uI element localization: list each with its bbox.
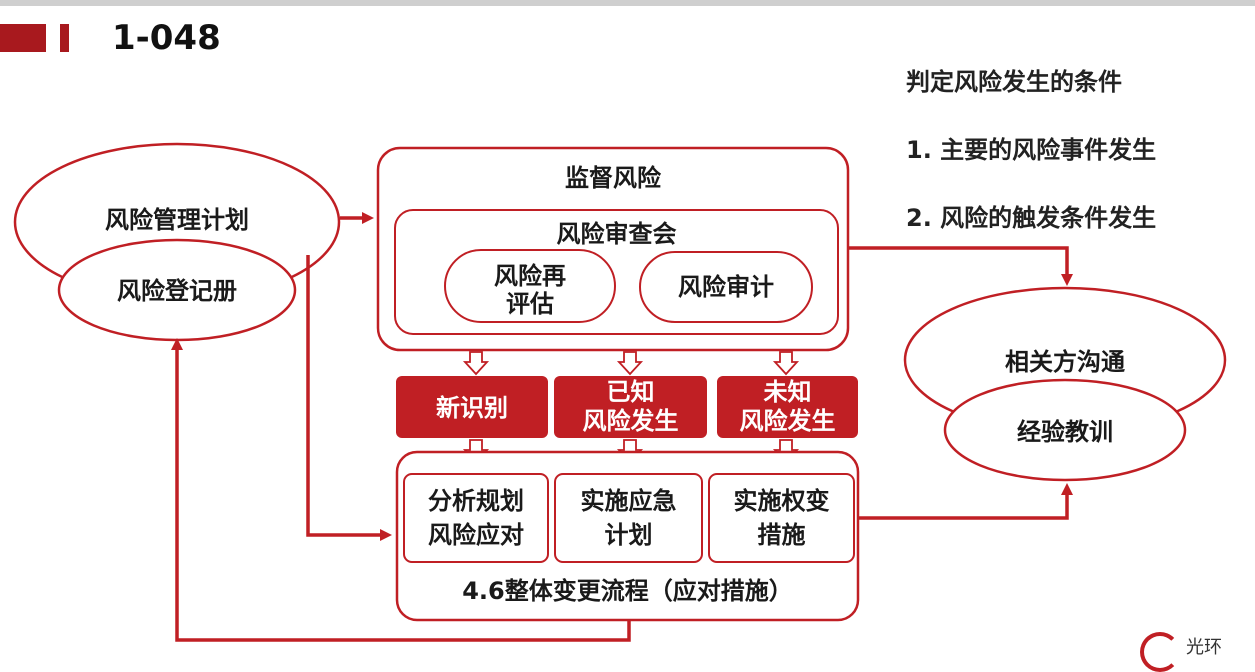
new-identified-box [396, 376, 548, 438]
review-meeting-label: 风险审查会 [556, 220, 677, 248]
contingency-box [554, 473, 703, 563]
risk-register-label: 风险登记册 [117, 277, 237, 305]
lessons-learned-label: 经验教训 [1017, 418, 1113, 446]
hollow-arrows-top [462, 351, 800, 376]
stakeholder-comm-label: 相关方沟通 [1005, 348, 1125, 376]
brand-logo-text: 光环 [1186, 637, 1222, 658]
change-process-label: 4.6整体变更流程（应对措施） [462, 577, 793, 605]
unknown-risk-box [717, 376, 858, 438]
monitor-risks-title: 监督风险 [565, 164, 661, 192]
known-risk-box [554, 376, 707, 438]
reassess-label: 风险再 评估 [494, 262, 566, 318]
feedback-loop-arrow [171, 338, 631, 642]
slide-id: 1-048 [112, 18, 221, 58]
plan-to-response-arrow [306, 255, 392, 541]
process-diagram [13, 142, 1227, 642]
contingency-label: 实施应急 计划 [580, 487, 677, 549]
plan-response-box [403, 473, 549, 563]
slide-marker-bar-small [60, 24, 69, 52]
connectors [171, 212, 1073, 642]
unknown-risk-label: 未知 风险发生 [739, 378, 836, 435]
top-bar [0, 0, 1255, 6]
workaround-label: 实施权变 措施 [733, 487, 830, 549]
plan-response-label: 分析规划 风险应对 [428, 487, 524, 549]
workaround-box [708, 473, 855, 563]
monitor-to-conditions-arrow [848, 246, 1073, 286]
known-risk-label: 已知 风险发生 [582, 378, 679, 435]
audit-label: 风险审计 [678, 273, 774, 301]
audit-pill [639, 251, 813, 323]
lessons-learned-ellipse [943, 378, 1187, 482]
slide-marker-bar [0, 24, 46, 52]
response-to-lessons-arrow [858, 483, 1073, 520]
conditions-title: 判定风险发生的条件 [906, 68, 1122, 96]
new-identified-label: 新识别 [436, 394, 508, 422]
condition-item-2: 2. 风险的触发条件发生 [906, 204, 1157, 232]
brand-logo-icon [1140, 632, 1180, 672]
reassess-pill [444, 249, 616, 323]
risk-plan-label: 风险管理计划 [105, 206, 249, 234]
condition-item-1: 1. 主要的风险事件发生 [906, 136, 1157, 164]
